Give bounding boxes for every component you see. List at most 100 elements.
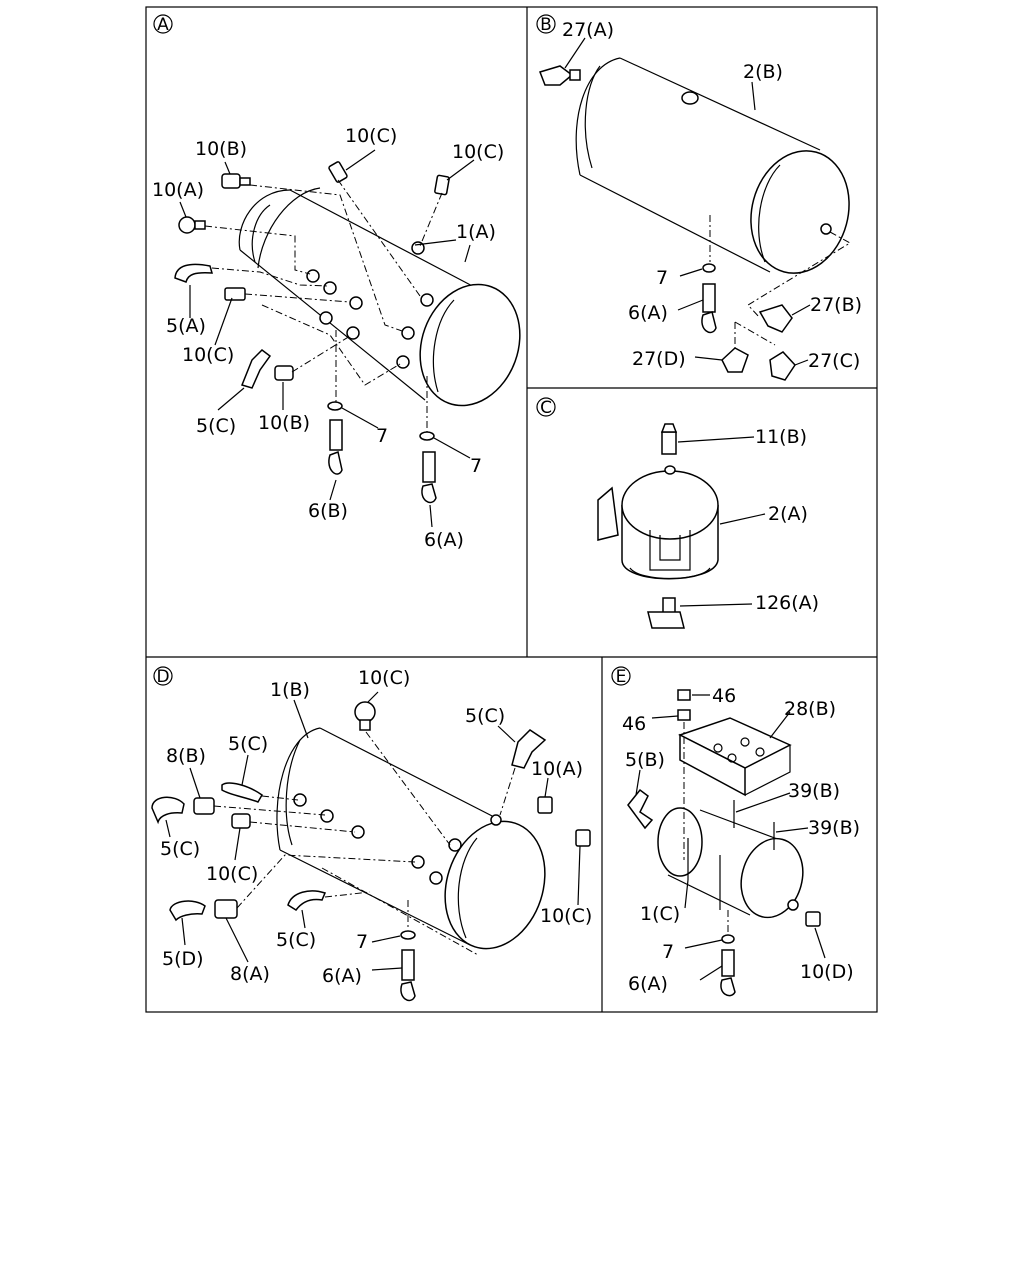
label-7-left: 7 [376, 425, 388, 447]
washer-7-left [327, 401, 343, 411]
label-6a: 6(A) [424, 529, 464, 551]
label-27c: 27(C) [808, 350, 860, 372]
elbow-5c [240, 349, 272, 389]
svg-text:E: E [616, 667, 627, 687]
label-28b: 28(B) [784, 698, 836, 720]
fitting-11b [660, 423, 678, 455]
label-1c: 1(C) [640, 903, 680, 925]
panel-c-marker: C [536, 397, 556, 418]
label-11b: 11(B) [755, 426, 807, 448]
label-5a: 5(A) [166, 315, 206, 337]
label-5d: 5(D) [162, 948, 204, 970]
svg-text:B: B [540, 15, 552, 35]
label-5b: 5(B) [625, 749, 665, 771]
label-10a: 10(A) [152, 179, 204, 201]
fitting-126a [647, 597, 685, 629]
panel-b: B [536, 14, 862, 381]
drain-cock-6a [701, 283, 717, 334]
label-7: 7 [662, 941, 674, 963]
elbow-5c-left [221, 782, 263, 803]
label-7: 7 [656, 267, 668, 289]
label-10c-top2: 10(C) [452, 141, 504, 163]
label-27d: 27(D) [632, 348, 686, 370]
label-10b-top: 10(B) [195, 138, 247, 160]
label-27b: 27(B) [810, 294, 862, 316]
label-5c-left: 5(C) [228, 733, 268, 755]
panel-e-marker: E [611, 666, 631, 687]
air-tank-1b [276, 727, 546, 950]
label-39b-2: 39(B) [808, 817, 860, 839]
label-1a: 1(A) [456, 221, 496, 243]
label-6a: 6(A) [322, 965, 362, 987]
label-10c-top1: 10(C) [345, 125, 397, 147]
elbow-5c-far [151, 796, 185, 825]
plug-10d [805, 911, 821, 927]
nut-46-bottom [677, 709, 691, 721]
fitting-27b [758, 304, 793, 333]
plug-10a [537, 796, 553, 814]
panel-a-marker: A [153, 14, 173, 35]
drain-cock-6b [328, 419, 343, 475]
washer-7 [400, 930, 416, 940]
label-7-right: 7 [470, 455, 482, 477]
bracket-28b [678, 717, 792, 797]
adapter-8b [193, 797, 215, 815]
panel-a-labels: 10(B) 10(C) 10(C) 10(A) 1(A) 5(A) 10(C) … [152, 125, 504, 551]
label-10c-right: 10(C) [540, 905, 592, 927]
fitting-27d [721, 347, 749, 373]
panel-b-labels: 27(A) 2(B) 7 6(A) 27(B) 27(D) 27(C) [562, 19, 862, 372]
fitting-27a [539, 65, 581, 86]
panel-d-labels: 1(B) 10(C) 5(C) 5(C) 8(B) 10(A) 5(C) 10(… [160, 667, 592, 987]
panel-c-labels: 11(B) 2(A) 126(A) [755, 426, 819, 614]
label-10c-mid: 10(C) [206, 863, 258, 885]
panel-a: A [152, 14, 521, 551]
elbow-5d [169, 900, 206, 922]
air-tank-2a [597, 465, 719, 580]
drain-cock-6a [720, 949, 736, 997]
panel-e: E [611, 666, 860, 997]
drain-cock-6a [400, 949, 416, 1002]
nut-46-top [677, 689, 691, 701]
label-46b: 46 [622, 713, 646, 735]
elbow-5a [174, 263, 214, 283]
panel-e-labels: 46 46 28(B) 5(B) 39(B) 39(B) 1(C) 7 10(D… [622, 685, 860, 995]
label-2b: 2(B) [743, 61, 783, 83]
air-tank-2b [575, 57, 850, 274]
label-7: 7 [356, 931, 368, 953]
label-6b: 6(B) [308, 500, 348, 522]
panel-c-leaders [677, 436, 766, 607]
plug-10c-mid [231, 813, 251, 829]
label-10b-bot: 10(B) [258, 412, 310, 434]
washer-7-right [419, 431, 435, 441]
label-46a: 46 [712, 685, 736, 707]
air-tank-1a [238, 187, 521, 407]
svg-text:A: A [157, 15, 169, 35]
label-6a: 6(A) [628, 302, 668, 324]
panel-e-leaders [635, 694, 826, 981]
panel-a-leaders [179, 149, 475, 528]
diagram-frame [145, 6, 878, 1013]
panel-b-marker: B [536, 14, 556, 35]
plug-10c-right [575, 829, 591, 847]
label-8a: 8(A) [230, 963, 270, 985]
adapter-8a [214, 899, 238, 919]
label-5c-low: 5(C) [160, 838, 200, 860]
label-8b: 8(B) [166, 745, 206, 767]
label-5c-bot: 5(C) [276, 929, 316, 951]
svg-text:C: C [540, 398, 552, 418]
label-27a: 27(A) [562, 19, 614, 41]
label-10c-mid: 10(C) [182, 344, 234, 366]
fitting-27c [769, 351, 796, 381]
svg-text:D: D [156, 667, 169, 687]
label-10c-top: 10(C) [358, 667, 410, 689]
plug-10a [178, 216, 206, 234]
label-126a: 126(A) [755, 592, 819, 614]
label-5c: 5(C) [196, 415, 236, 437]
label-6a: 6(A) [628, 973, 668, 995]
tank-ports [306, 241, 434, 369]
drain-cock-6a [421, 451, 437, 504]
elbow-5c-top [511, 729, 547, 769]
panel-c: C 11(B) 2(A) 126(A) [536, 397, 819, 629]
panel-b-leaders [564, 37, 851, 366]
elbow-5c-low [287, 890, 327, 912]
